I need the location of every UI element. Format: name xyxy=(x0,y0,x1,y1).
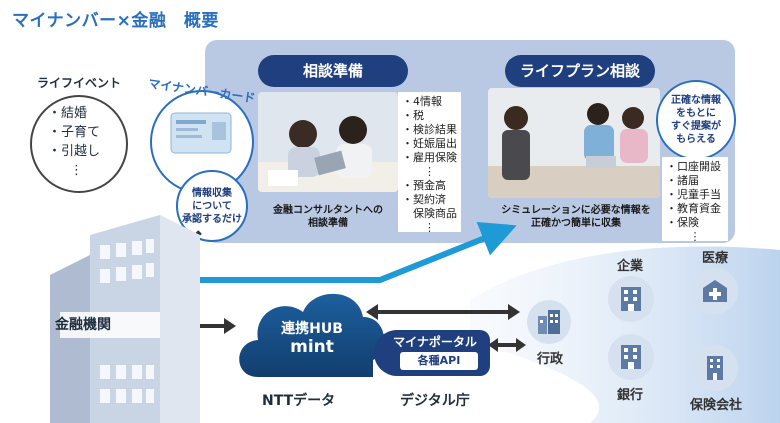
lifeplan-header: ライフプラン相談 xyxy=(505,55,655,87)
list-item: ・検診結果 xyxy=(402,123,457,136)
hospital-icon xyxy=(692,268,738,314)
list-item: ⋮ xyxy=(424,165,435,178)
list-item: ・教育資金 xyxy=(666,202,721,215)
hub-title: 連携HUB xyxy=(281,321,343,337)
financial-info-list: ・預金高 ・契約済 保険商品 ⋮ xyxy=(398,176,461,234)
gov-label: 行政 xyxy=(536,352,563,367)
lifeplan-info-list: ・口座開設 ・諸届 ・児童手当 ・教育資金 ・保険 ⋮ xyxy=(662,157,728,243)
bank-icon xyxy=(608,334,654,380)
info-flow-arrow xyxy=(175,221,517,283)
list-item: ・税 xyxy=(402,109,424,122)
list-item: ・結婚 xyxy=(48,106,88,121)
gov-icon xyxy=(527,300,571,344)
page-title: マイナンバー×金融 概要 xyxy=(12,11,219,31)
hub-cloud-icon xyxy=(239,293,385,377)
entity-label: 企業 xyxy=(616,259,643,274)
api-badge: 各種API xyxy=(400,352,478,370)
entity-label: 保険会社 xyxy=(689,398,742,413)
lifeplan-caption: シミュレーションに必要な情報を 正確かつ簡単に収集 xyxy=(501,205,651,229)
list-item: ・子育て xyxy=(48,125,101,140)
hub-name: mint xyxy=(290,337,334,357)
quick-proposal-bubble: 正確な情報 をもとに すぐ提案が もらえる xyxy=(656,80,736,160)
list-item: ⋮ xyxy=(70,163,83,178)
list-item: ⋮ xyxy=(689,230,701,243)
bank-label: 金融機関 xyxy=(55,317,111,333)
consult-info-list: ・4情報 ・税 ・検診結果 ・妊娠届出 ・雇用保険 ⋮ xyxy=(398,92,461,178)
list-item: ・契約済 xyxy=(402,193,446,206)
hub-provider: NTTデータ xyxy=(262,393,336,409)
list-item: ⋮ xyxy=(424,221,435,234)
consult-photo xyxy=(258,92,398,192)
mynaportal-label: マイナポータル xyxy=(393,335,477,349)
consult-prep-header: 相談準備 xyxy=(258,55,408,87)
list-item: ・4情報 xyxy=(402,95,442,108)
life-events-list: ・結婚 ・子育て ・引越し ⋮ xyxy=(48,104,100,180)
company-icon xyxy=(608,276,654,322)
list-item: ・口座開設 xyxy=(666,160,721,173)
list-item: ・保険 xyxy=(666,216,699,229)
list-item: ・妊娠届出 xyxy=(402,137,457,150)
list-item: ・諸届 xyxy=(666,174,699,187)
list-item: ・預金高 xyxy=(402,179,446,192)
list-item: ・雇用保険 xyxy=(402,151,457,164)
list-item: ・引越し xyxy=(48,144,101,159)
consult-prep-caption: 金融コンサルタントへの 相談準備 xyxy=(273,205,383,229)
list-item: 保険商品 xyxy=(402,207,457,220)
portal-provider: デジタル庁 xyxy=(400,393,470,409)
entity-label: 銀行 xyxy=(616,388,643,403)
mynumber-card-icon xyxy=(170,112,232,154)
life-events-heading: ライフイベント xyxy=(36,76,121,90)
lifeplan-photo xyxy=(488,88,660,198)
insurance-icon xyxy=(692,345,738,391)
entity-label: 医療 xyxy=(701,251,728,266)
list-item: ・児童手当 xyxy=(666,188,721,201)
life-events-circle xyxy=(30,95,128,193)
